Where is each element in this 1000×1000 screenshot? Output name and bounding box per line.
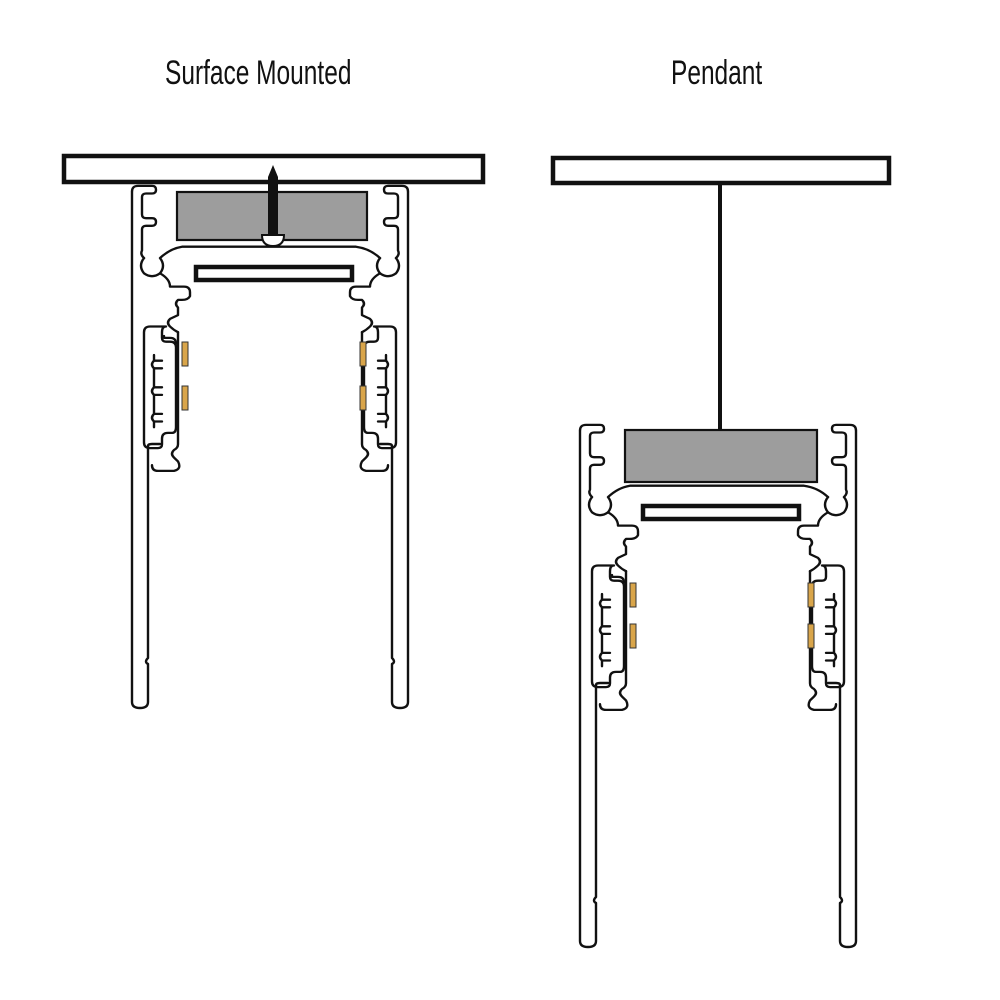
surface-mounted-diagram <box>61 153 486 710</box>
copper-contact <box>629 623 637 649</box>
driver-box <box>623 428 819 484</box>
led-channel <box>193 264 355 283</box>
copper-contact <box>629 582 637 608</box>
ceiling-plate <box>550 155 892 186</box>
copper-contact <box>359 385 367 411</box>
copper-contact <box>181 385 189 411</box>
copper-contact <box>181 341 189 367</box>
pendant-diagram <box>550 155 892 949</box>
track-profile <box>130 184 410 710</box>
led-channel <box>640 503 802 522</box>
copper-contact <box>807 582 815 608</box>
copper-contact <box>359 341 367 367</box>
pendant-title: Pendant <box>671 54 763 92</box>
screw-icon <box>260 165 286 248</box>
surface-mounted-title: Surface Mounted <box>165 54 352 92</box>
track-profile <box>578 423 858 949</box>
copper-contact <box>807 623 815 649</box>
